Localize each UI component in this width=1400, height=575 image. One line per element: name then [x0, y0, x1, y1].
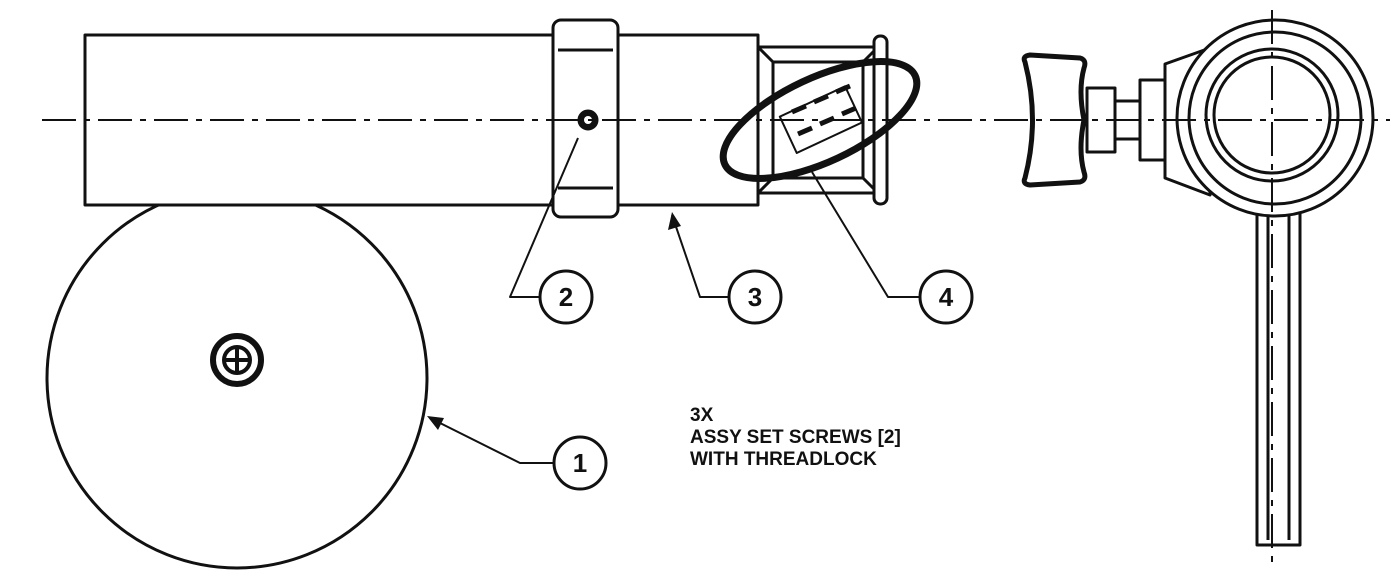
leader-arrowheads — [427, 212, 681, 430]
mount — [1138, 18, 1375, 547]
wheel-hub — [210, 333, 264, 387]
note-line-threadlock: WITH THREADLOCK — [690, 449, 877, 470]
callout-1-label: 1 — [573, 448, 587, 478]
callout-4: 4 — [918, 269, 974, 325]
assembly-note: 3X ASSY SET SCREWS [2] WITH THREADLOCK — [690, 405, 901, 471]
leader-lines — [429, 137, 920, 464]
callout-3: 3 — [727, 269, 783, 325]
callout-2-label: 2 — [559, 282, 573, 312]
note-line-screws: ASSY SET SCREWS [2] — [690, 427, 901, 448]
callout-2: 2 — [538, 269, 594, 325]
callout-4-label: 4 — [939, 282, 954, 312]
wheel — [45, 186, 429, 570]
callout-1: 1 — [552, 435, 608, 491]
center-lines — [42, 10, 1390, 570]
note-line-quantity: 3X — [690, 405, 714, 426]
callout-3-label: 3 — [748, 282, 762, 312]
logo-insert — [719, 58, 921, 182]
